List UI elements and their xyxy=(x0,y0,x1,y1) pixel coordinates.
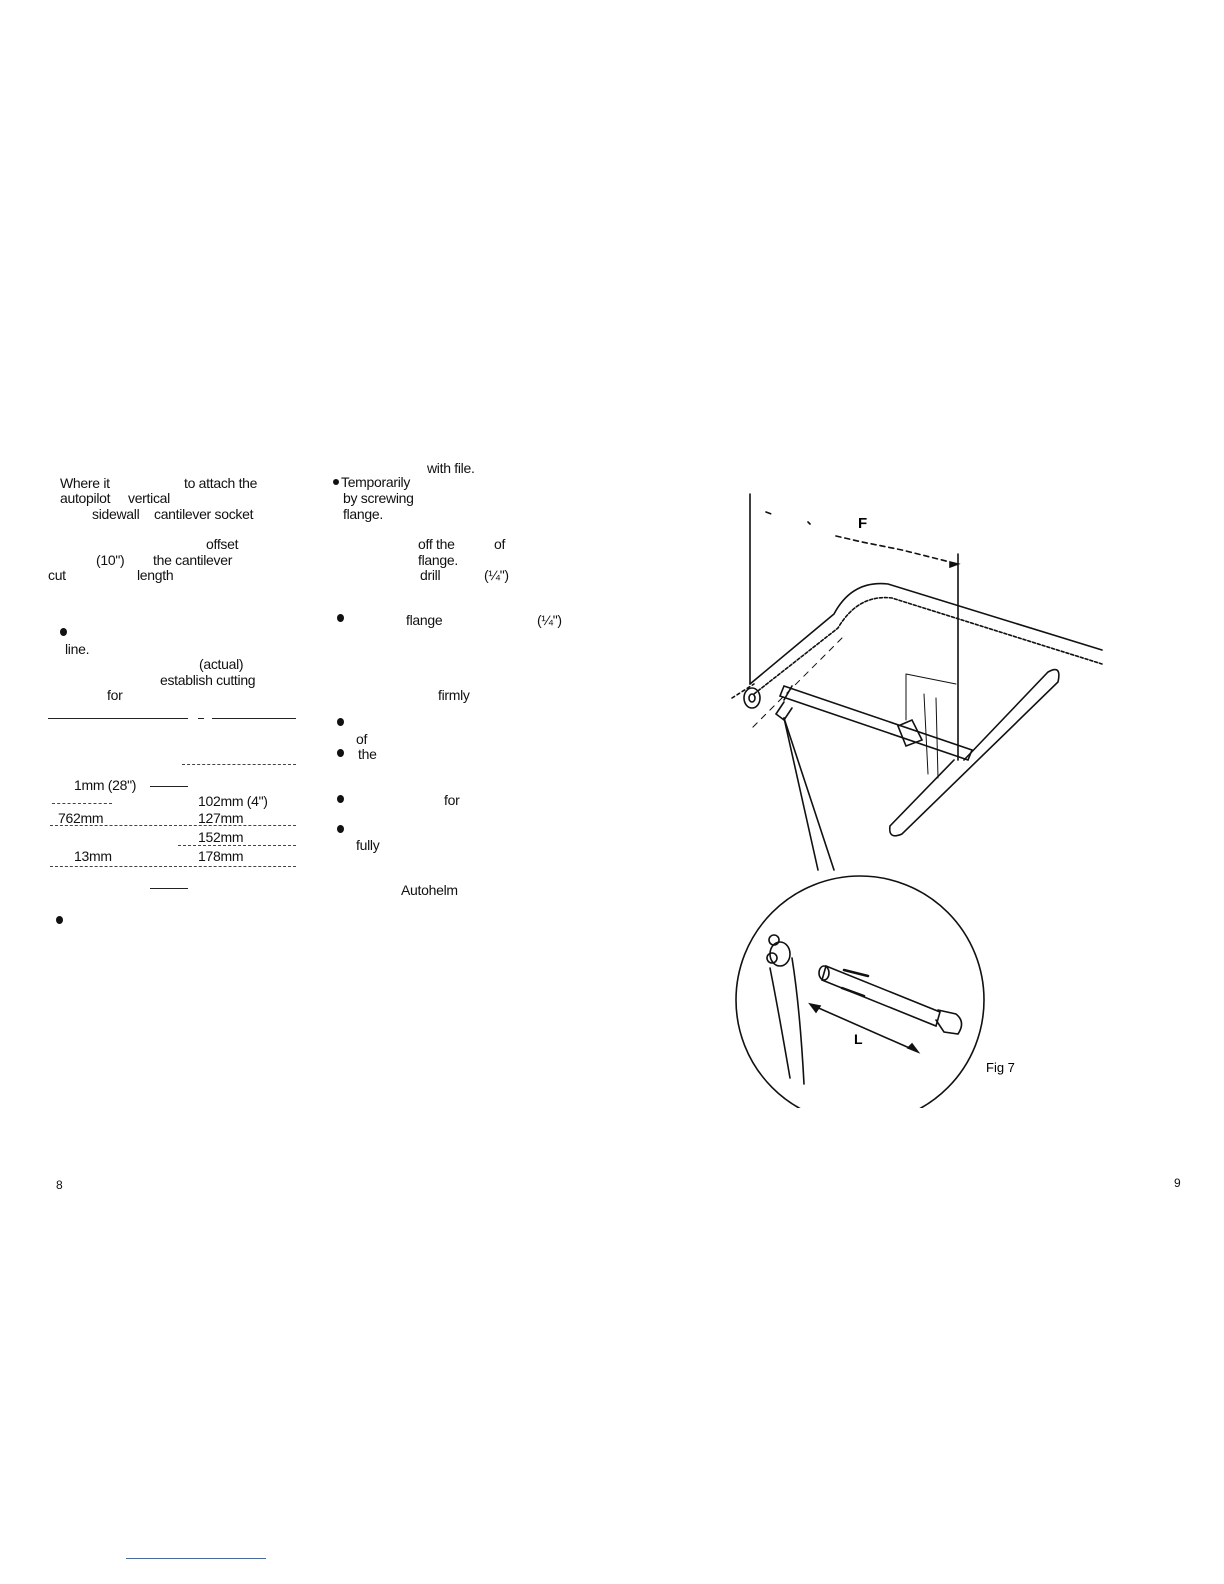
text-establish-cutting: establish cutting xyxy=(160,672,256,688)
table-rule xyxy=(178,845,296,846)
table-rule xyxy=(50,866,296,867)
installation-figure: F L Fig 7 xyxy=(731,493,1103,1108)
text-temporarily: Temporarily xyxy=(341,474,411,490)
table-cell: 152mm xyxy=(198,829,244,845)
bullet xyxy=(56,916,63,924)
table-rule xyxy=(48,718,188,719)
bullet xyxy=(333,479,339,485)
label-f: F xyxy=(858,515,867,532)
text-with-file: with file. xyxy=(427,460,475,476)
text-flange-3: flange xyxy=(406,612,443,628)
text-length: length xyxy=(137,567,174,583)
text-fully: fully xyxy=(356,837,380,853)
bullet xyxy=(337,749,344,757)
table-rule xyxy=(52,803,112,804)
table-rule xyxy=(182,764,296,765)
table-cell: 1mm (28") xyxy=(74,777,137,793)
text-actual: (actual) xyxy=(199,656,244,672)
table-rule xyxy=(150,786,188,787)
text-the-cantilever: the cantilever xyxy=(153,552,233,568)
text-autopilot: autopilot xyxy=(60,490,111,506)
text-the: the xyxy=(358,746,377,762)
text-cantilever-socket: cantilever socket xyxy=(154,506,254,522)
table-cell: 102mm (4") xyxy=(198,793,268,809)
text-flange: flange. xyxy=(343,506,383,522)
text-sidewall: sidewall xyxy=(92,506,140,522)
text-line: line. xyxy=(65,641,90,657)
text-to-attach: to attach the xyxy=(184,475,258,491)
text-of: of xyxy=(494,536,506,552)
table-rule xyxy=(150,888,188,889)
label-l: L xyxy=(854,1031,863,1047)
text-firmly: firmly xyxy=(438,687,470,703)
bullet xyxy=(337,718,344,726)
text-drill: drill xyxy=(420,567,441,583)
bullet xyxy=(337,825,344,833)
text-quarter-inch: (¼") xyxy=(484,567,509,583)
table-cell: 762mm xyxy=(58,810,104,826)
text-flange-2: flange. xyxy=(418,552,458,568)
figure-caption: Fig 7 xyxy=(986,1060,1015,1075)
text-of-2: of xyxy=(356,731,368,747)
text-where-it: Where it xyxy=(60,475,110,491)
text-for: for xyxy=(107,687,123,703)
bullet xyxy=(337,795,344,803)
bottom-rule xyxy=(126,1558,266,1559)
text-autohelm: Autohelm xyxy=(401,882,458,898)
text-offset: offset xyxy=(206,536,239,552)
text-for-2: for xyxy=(444,792,460,808)
table-cell: 13mm xyxy=(74,848,112,864)
text-10in: (10") xyxy=(96,552,125,568)
table-rule xyxy=(50,825,296,826)
bullet xyxy=(337,614,344,622)
text-off-the: off the xyxy=(418,536,455,552)
text-cut: cut xyxy=(48,567,66,583)
table-rule xyxy=(212,718,296,719)
text-vertical: vertical xyxy=(128,490,170,506)
text-quarter-inch-2: (¼") xyxy=(537,612,562,628)
text-by-screwing: by screwing xyxy=(343,490,414,506)
bullet xyxy=(60,628,67,636)
table-cell: 178mm xyxy=(198,848,244,864)
page-number-right: 9 xyxy=(1174,1176,1181,1190)
table-rule xyxy=(198,718,204,719)
page-number-left: 8 xyxy=(56,1178,63,1192)
table-cell: 127mm xyxy=(198,810,244,826)
